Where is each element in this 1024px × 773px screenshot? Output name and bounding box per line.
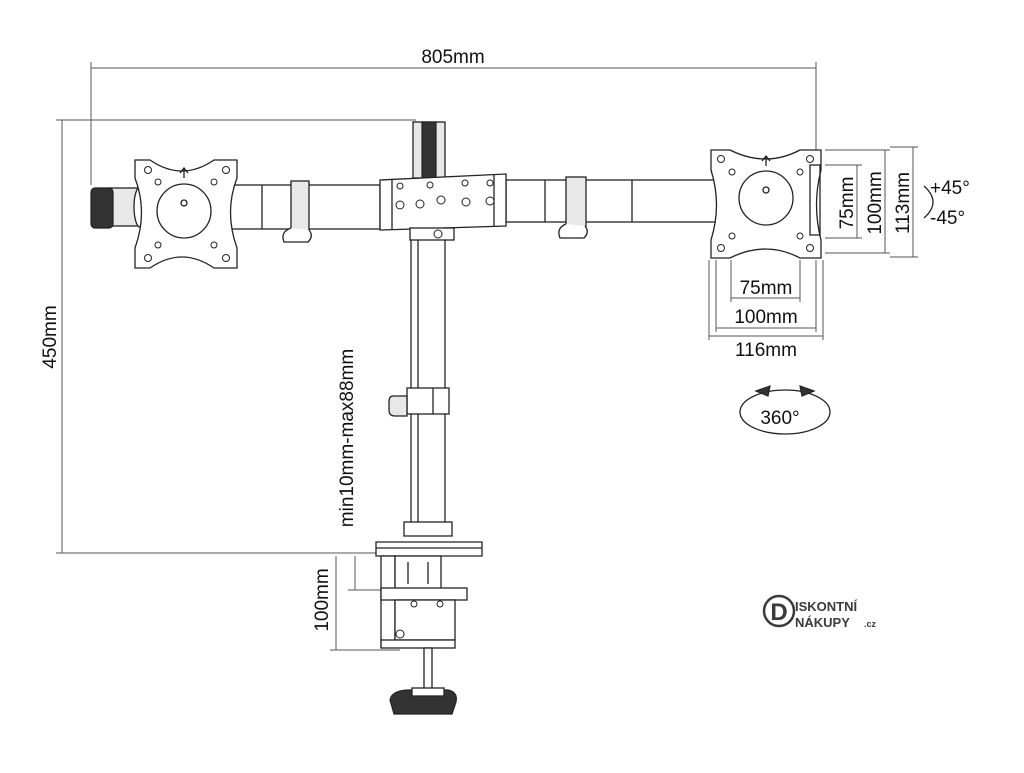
logo-suffix: .cz <box>864 619 877 629</box>
tilt-up-label: +45° <box>930 178 970 199</box>
logo-initial: D <box>770 599 787 626</box>
swivel-arrow-left-icon <box>754 385 771 397</box>
discount-shop-logo: D ISKONTNÍ NÁKUPY .cz <box>762 594 877 630</box>
vesa-horizontal-dimensions: 75mm 100mm 116mm <box>708 260 824 361</box>
plate-height-label: 113mm <box>893 172 914 234</box>
vesa-vertical-dimensions: 75mm 100mm 113mm <box>825 146 918 258</box>
plate-width-label: 116mm <box>735 340 797 361</box>
clamp-height-dimension: 100mm <box>312 556 400 651</box>
vesa-v-100-label: 100mm <box>865 171 886 234</box>
desk-clamp <box>375 541 483 715</box>
width-label: 805mm <box>421 47 484 68</box>
logo-line2: NÁKUPY <box>795 615 850 630</box>
clamp-thickness-label: min10mm-max88mm <box>337 349 358 527</box>
swivel-arrow-right-icon <box>799 385 816 397</box>
left-vesa-plate <box>134 159 238 269</box>
tilt-indicator: +45° -45° <box>923 178 970 229</box>
left-arm-end <box>90 186 147 229</box>
logo-d-icon <box>762 594 796 628</box>
clamp-height-label: 100mm <box>312 568 333 631</box>
swivel-label: 360° <box>760 408 799 429</box>
vesa-h-100-label: 100mm <box>734 307 797 328</box>
right-vesa-plate <box>710 149 822 259</box>
tilt-down-label: -45° <box>930 208 965 229</box>
height-label: 450mm <box>40 305 61 368</box>
cross-arm <box>227 173 722 243</box>
vesa-h-75-label: 75mm <box>740 278 793 299</box>
clamp-thickness-dimension: min10mm-max88mm <box>337 349 382 591</box>
logo-line1: ISKONTNÍ <box>795 599 858 614</box>
swivel-indicator: 360° <box>739 385 831 435</box>
swivel-ellipse-icon <box>739 389 831 435</box>
height-dimension: 450mm <box>40 119 416 554</box>
width-dimension: 805mm <box>90 47 817 185</box>
vesa-v-75-label: 75mm <box>837 177 858 230</box>
tilt-arc-icon <box>923 185 934 219</box>
